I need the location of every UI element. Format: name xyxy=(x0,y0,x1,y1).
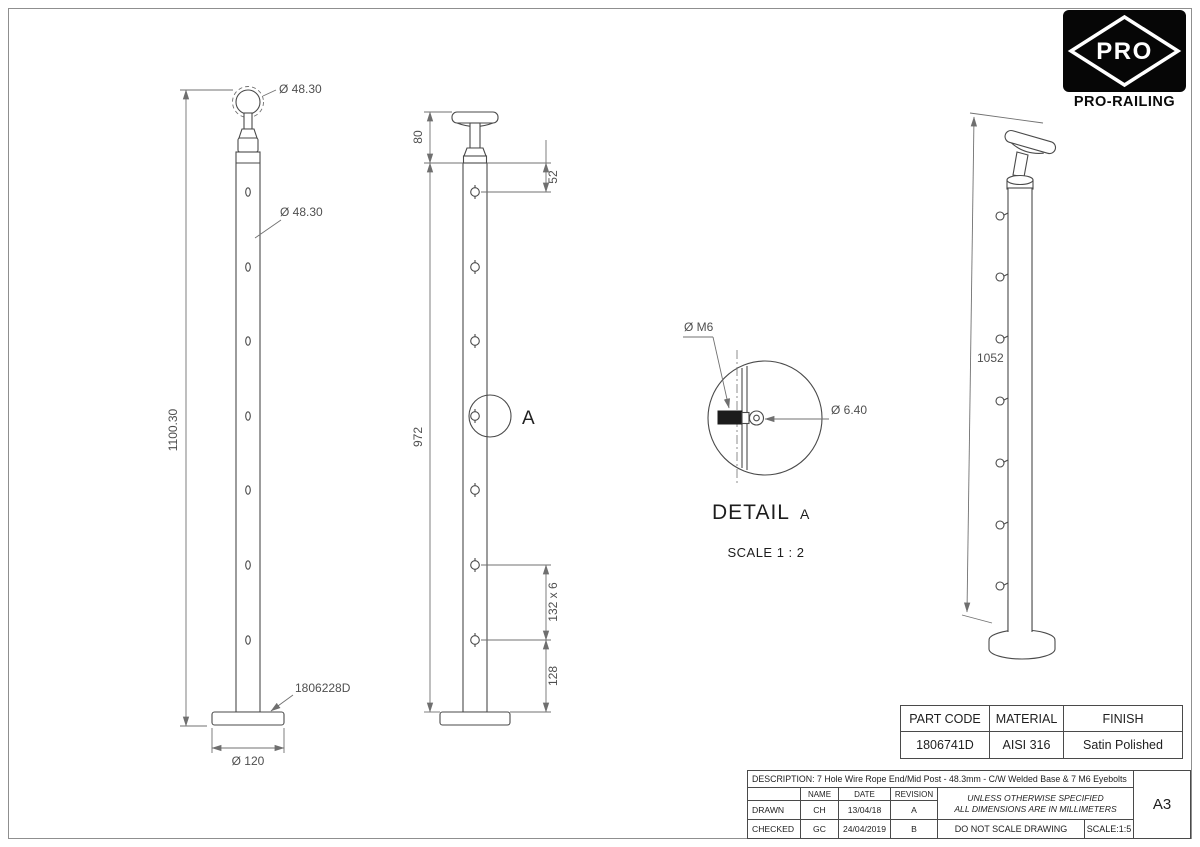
brand-logo: PRO PRO-RAILING xyxy=(1063,10,1186,110)
header-date-cell: DATE xyxy=(838,787,891,801)
eyebolt-shank xyxy=(741,411,750,425)
wire-hole xyxy=(245,262,251,272)
stem-flare xyxy=(463,147,487,157)
part-table-value-material: AISI 316 xyxy=(990,732,1064,758)
dim-first-hole: 52 xyxy=(546,170,560,184)
detail-title: DETAIL xyxy=(712,501,790,524)
spec-note-cell: UNLESS OTHERWISE SPECIFIED ALL DIMENSION… xyxy=(937,787,1134,820)
do-not-scale-cell: DO NOT SCALE DRAWING xyxy=(937,819,1085,839)
wire-hole xyxy=(245,485,251,495)
drawn-date-cell: 13/04/18 xyxy=(838,800,891,820)
front-view: 1100.30 Ø 48.30 Ø 48.30 1806228D Ø 120 xyxy=(166,82,351,768)
post-tube-side xyxy=(462,162,488,713)
wire-hole xyxy=(245,187,251,197)
ball-top xyxy=(235,89,261,115)
scale-cell: SCALE:1:5 xyxy=(1084,819,1134,839)
header-revision-cell: REVISION xyxy=(890,787,938,801)
detail-view: Ø M6 Ø 6.40 DETAIL A SCALE 1 : 2 xyxy=(683,320,867,560)
wire-hole xyxy=(245,336,251,346)
part-code-table: PART CODE MATERIAL FINISH 1806741D AISI … xyxy=(900,705,1183,759)
stem-flare xyxy=(238,128,258,139)
saddle-stem xyxy=(469,122,481,149)
post-tube-iso xyxy=(1007,187,1033,633)
detail-title-ref: A xyxy=(800,506,810,522)
detail-marker-circle xyxy=(468,394,512,438)
dim-last-hole: 128 xyxy=(546,666,560,686)
spec-line-1: UNLESS OTHERWISE SPECIFIED xyxy=(967,792,1104,803)
dim-thread: Ø M6 xyxy=(684,320,714,334)
eyebolt-eye-hole xyxy=(753,414,760,422)
dim-iso-height: 1052 xyxy=(977,351,1004,365)
wire-hole xyxy=(245,560,251,570)
detail-scale-note: SCALE 1 : 2 xyxy=(727,545,804,560)
wire-hole xyxy=(245,635,251,645)
dim-post-height: 972 xyxy=(411,427,425,447)
description-cell: DESCRIPTION: 7 Hole Wire Rope End/Mid Po… xyxy=(747,770,1134,788)
checked-revision-cell: B xyxy=(890,819,938,839)
dim-base-dia: Ø 120 xyxy=(232,754,265,768)
part-table-header-finish: FINISH xyxy=(1064,706,1182,732)
eyebolt-eye xyxy=(748,410,765,426)
checked-date-cell: 24/04/2019 xyxy=(838,819,891,839)
dim-eye-dia: Ø 6.40 xyxy=(831,403,867,417)
brand-text: PRO xyxy=(1096,38,1153,65)
base-part-code: 1806228D xyxy=(295,681,351,695)
wire-hole xyxy=(245,411,251,421)
header-name-cell: NAME xyxy=(800,787,839,801)
dim-ball-dia: Ø 48.30 xyxy=(279,82,322,96)
eyebolts-iso xyxy=(995,211,1009,591)
detail-circle xyxy=(707,360,823,476)
part-table-value-part-code: 1806741D xyxy=(901,732,990,758)
brand-name: PRO-RAILING xyxy=(1073,94,1176,110)
dim-tube-dia: Ø 48.30 xyxy=(280,205,323,219)
brand-logo-box: PRO xyxy=(1063,10,1186,92)
title-block: DESCRIPTION: 7 Hole Wire Rope End/Mid Po… xyxy=(747,770,1191,839)
eyebolt-thread xyxy=(717,410,743,425)
checked-name-cell: GC xyxy=(800,819,839,839)
checked-label-cell: CHECKED xyxy=(747,819,801,839)
sheet-size-cell: A3 xyxy=(1133,770,1191,839)
part-table-header-material: MATERIAL xyxy=(990,706,1064,732)
sheet-border xyxy=(8,8,1192,839)
iso-view: 1052 xyxy=(961,112,1057,660)
drawn-label-cell: DRAWN xyxy=(747,800,801,820)
header-blank-cell xyxy=(747,787,801,801)
saddle-stem-iso xyxy=(1012,151,1029,178)
dim-total-height: 1100.30 xyxy=(166,408,180,451)
base-skirt-iso xyxy=(988,641,1056,660)
post-tube-front xyxy=(235,151,261,713)
base-plate-front xyxy=(211,711,285,726)
drawn-revision-cell: A xyxy=(890,800,938,820)
brand-diamond-icon xyxy=(1067,14,1182,88)
drawn-name-cell: CH xyxy=(800,800,839,820)
dim-hole-spacing: 132 x 6 xyxy=(546,582,560,622)
saddle-fitting-iso xyxy=(1004,129,1057,155)
side-view: A 80 972 52 132 x 6 128 xyxy=(411,111,560,726)
dim-fitting-height: 80 xyxy=(411,130,425,144)
top-collar xyxy=(237,137,259,153)
base-plate-side xyxy=(439,711,511,726)
detail-marker-label: A xyxy=(522,408,535,429)
spec-line-2: ALL DIMENSIONS ARE IN MILLIMETERS xyxy=(954,803,1117,814)
saddle-fitting xyxy=(451,111,499,124)
eyebolts-side xyxy=(470,185,480,647)
part-table-value-finish: Satin Polished xyxy=(1083,738,1163,752)
ball-stem xyxy=(243,112,253,130)
part-table-header-part-code: PART CODE xyxy=(901,706,990,732)
